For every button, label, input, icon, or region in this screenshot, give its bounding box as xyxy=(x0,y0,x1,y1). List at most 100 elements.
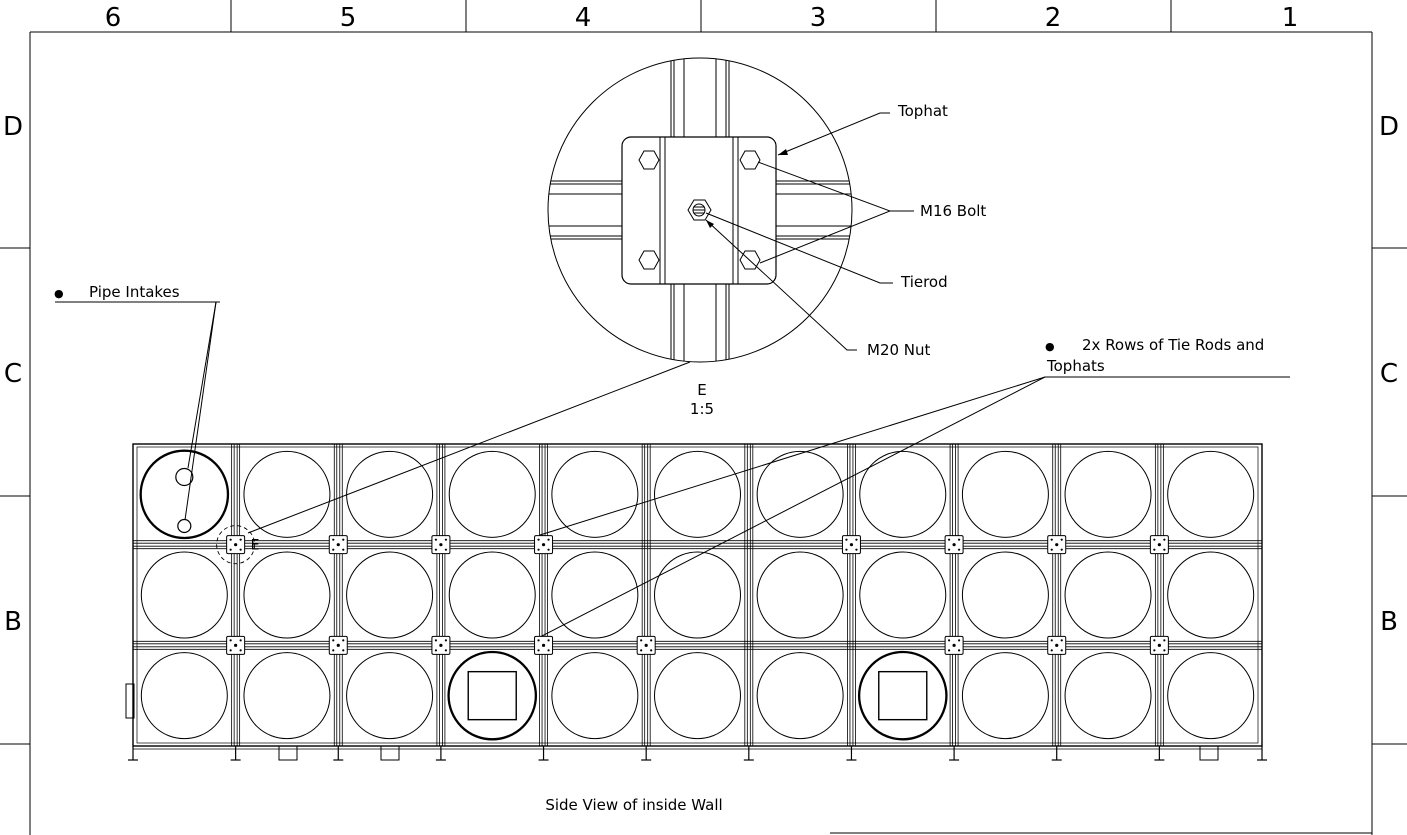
panel-dimple xyxy=(551,450,639,538)
bolt-dot xyxy=(239,538,242,541)
bolt-dot xyxy=(957,548,961,551)
zone-col-5: 5 xyxy=(340,3,357,33)
detail-marker-circle xyxy=(216,525,256,565)
panel-dimple xyxy=(243,652,331,740)
panel-dimple xyxy=(654,450,741,538)
panel-dimple xyxy=(448,551,536,639)
panel-dimple xyxy=(756,652,844,740)
callout-tierod: Tierod xyxy=(900,273,948,291)
bolt-dot xyxy=(547,538,550,541)
zone-col-6: 6 xyxy=(105,3,122,33)
bolt-dot xyxy=(1163,548,1166,551)
tierod-dot xyxy=(644,643,648,647)
panel-dimple xyxy=(859,450,947,538)
bolt-dot xyxy=(537,649,540,652)
panel-dimple xyxy=(448,652,536,740)
bolt-dot xyxy=(957,639,961,642)
bolt-dot xyxy=(855,538,858,541)
bolt-dot xyxy=(434,548,438,551)
panel-dimple xyxy=(654,551,741,639)
bolt-dot xyxy=(229,649,232,652)
detail-scale: 1:5 xyxy=(690,400,714,418)
bolt-dot xyxy=(239,548,242,551)
tierod-dot xyxy=(439,543,443,547)
bolt-dot xyxy=(537,548,540,551)
tierod-dot xyxy=(1055,543,1059,547)
detail-view-e xyxy=(547,57,853,363)
bolt-dot xyxy=(537,538,540,541)
tierod-dot xyxy=(541,643,546,647)
zone-col-4: 4 xyxy=(575,3,592,33)
panel-dimple xyxy=(756,551,844,639)
bolt-dot xyxy=(537,639,540,642)
bolt-dot xyxy=(947,538,951,541)
bolt-dot xyxy=(239,649,242,652)
note-tie-rods-line2: Tophats xyxy=(1046,357,1105,375)
zone-col-1: 1 xyxy=(1282,3,1299,33)
bolt-dot xyxy=(342,649,345,652)
panel-dimple xyxy=(1167,551,1255,639)
panel-dimple xyxy=(961,652,1049,740)
bolt-dot xyxy=(342,548,345,551)
bolt-dot xyxy=(434,649,438,652)
panel-dimple xyxy=(346,450,434,538)
panel-dimple xyxy=(961,551,1049,639)
tierod-dot xyxy=(952,543,956,547)
panel-dimple xyxy=(859,652,947,740)
bolt-dot xyxy=(229,538,232,541)
zone-row-d-left: D xyxy=(3,112,23,142)
panel-dimple xyxy=(346,551,434,639)
bolt-dot xyxy=(1060,548,1063,551)
bolt-dot xyxy=(1163,639,1166,642)
tierod-dot xyxy=(234,543,238,547)
bolt-dot xyxy=(947,548,951,551)
tierod-dot xyxy=(1157,543,1161,547)
bolt-dot xyxy=(547,639,550,642)
detail-marker-label: E xyxy=(251,538,260,554)
hex-nut-icon xyxy=(687,199,712,221)
drain-stub xyxy=(380,745,400,761)
bolt-dot xyxy=(1050,649,1053,652)
panel-dimple xyxy=(448,450,536,538)
tierod-dot xyxy=(1055,643,1059,647)
hex-bolt-icon xyxy=(739,250,761,270)
bolt-dot xyxy=(229,639,232,642)
panel-dimple xyxy=(140,450,228,538)
bolt-dot xyxy=(1050,538,1053,541)
tierod-dot xyxy=(234,643,238,647)
tierod-dot xyxy=(336,643,340,647)
note-bullet-tie: ● xyxy=(1045,340,1055,353)
panel-dimple xyxy=(1064,652,1152,740)
bolt-dot xyxy=(239,639,242,642)
bolt-dot xyxy=(1060,649,1063,652)
callout-tophat: Tophat xyxy=(897,102,948,120)
bolt-dot xyxy=(444,548,448,551)
access-panel-ring xyxy=(447,650,538,741)
bolt-dot xyxy=(1050,548,1053,551)
panel-dimple xyxy=(859,551,947,639)
detail-id: E xyxy=(697,381,706,399)
panel-dimple xyxy=(961,450,1049,538)
panel-dimple xyxy=(756,450,844,538)
panel-dimple xyxy=(243,450,331,538)
panel-dimple xyxy=(551,551,639,639)
tierod-dot xyxy=(1157,643,1161,647)
tierod-dot xyxy=(336,543,340,547)
tierod-dot xyxy=(439,643,443,647)
panel-dimple xyxy=(1064,551,1152,639)
panel-dimple xyxy=(346,652,434,740)
access-opening xyxy=(878,670,928,721)
access-panel-ring xyxy=(857,650,948,741)
bolt-dot xyxy=(332,538,335,541)
hex-bolt-icon xyxy=(638,150,660,170)
bolt-dot xyxy=(547,649,550,652)
bolt-dot xyxy=(640,649,643,652)
bolt-dot xyxy=(845,538,848,541)
bolt-dot xyxy=(1153,538,1156,541)
bolt-dot xyxy=(1050,639,1053,642)
callout-m20-nut: M20 Nut xyxy=(867,341,931,359)
bolt-dot xyxy=(444,649,448,652)
bolt-dot xyxy=(947,639,951,642)
bolt-dot xyxy=(650,649,653,652)
